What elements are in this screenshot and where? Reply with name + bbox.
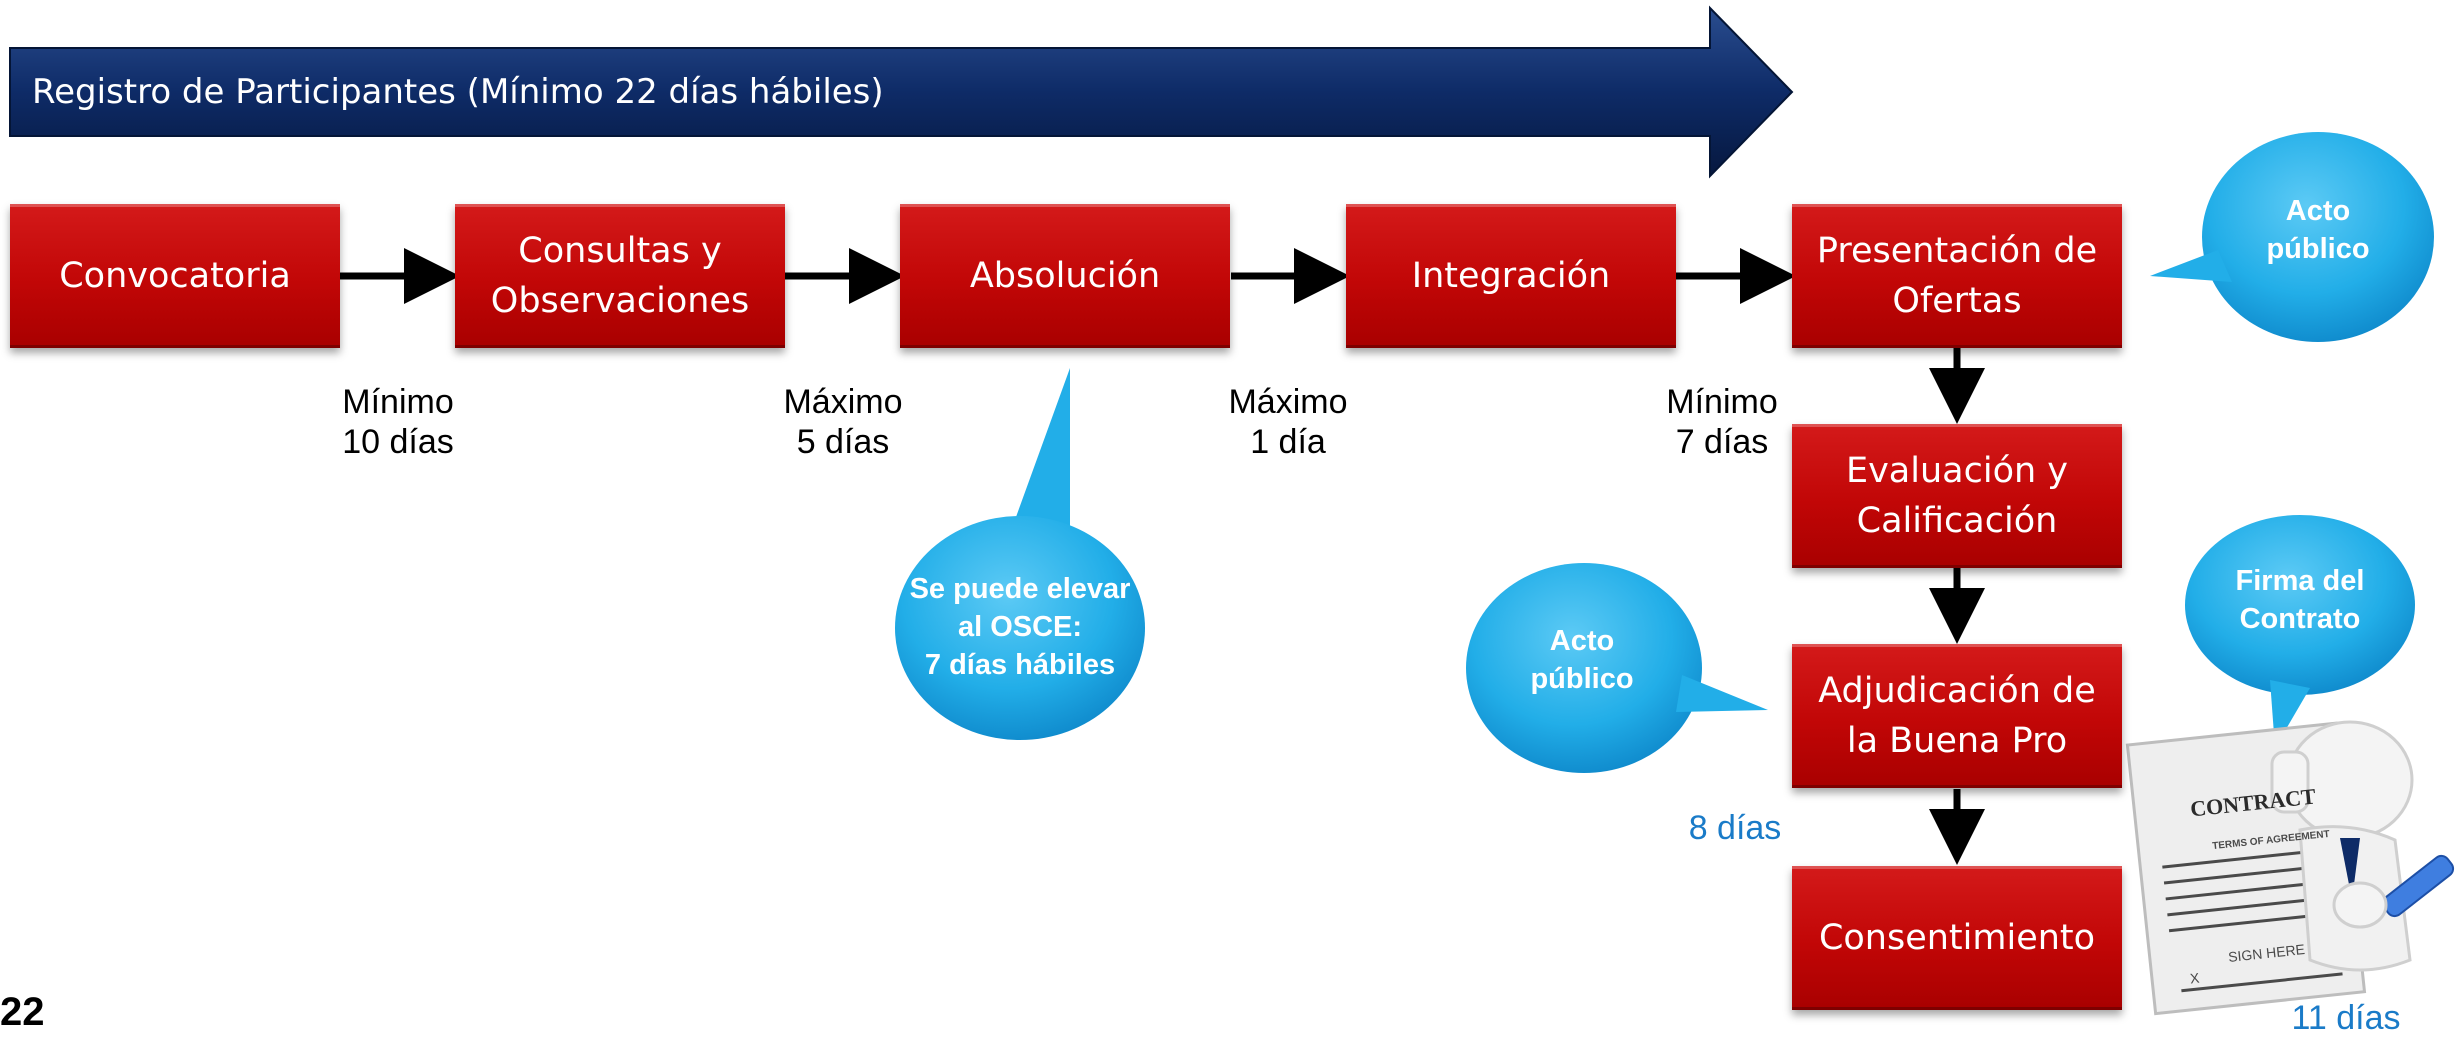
callout-osce: [895, 368, 1145, 740]
step-label: Calificación: [1856, 501, 2058, 541]
step-label: Ofertas: [1892, 281, 2022, 321]
step-consentimiento: Consentimiento: [1792, 866, 2122, 1010]
callout-text-firma: Firma del Contrato: [2235, 565, 2365, 635]
step-absolucion: Absolución: [900, 204, 1230, 348]
step-adjudicacion-buena-pro: Adjudicación de la Buena Pro: [1792, 644, 2122, 788]
duration-label: Mínimo 7 días: [1666, 383, 1778, 461]
callout-text-osce: Se puede elevar al OSCE: 7 días hábiles: [909, 573, 1131, 681]
duration-label-8-dias: 8 días: [1688, 809, 1782, 847]
step-label: Consultas y: [518, 231, 722, 271]
callout-acto-publico-top: [2150, 132, 2434, 342]
step-consultas-observaciones: Consultas y Observaciones: [455, 204, 785, 348]
step-label: Absolución: [969, 256, 1161, 296]
callout-text-acto-publico-top: Acto público: [2266, 195, 2370, 265]
duration-label: Máximo 5 días: [783, 383, 903, 461]
step-label: Observaciones: [490, 281, 750, 321]
duration-label: Mínimo 10 días: [342, 383, 454, 461]
step-label: Consentimiento: [1818, 918, 2096, 958]
step-label: la Buena Pro: [1846, 721, 2068, 761]
callout-acto-publico-left: [1466, 563, 1768, 773]
contract-sign-mark: X: [2189, 969, 2201, 987]
step-label: Adjudicación de: [1818, 671, 2096, 711]
duration-label: Máximo 1 día: [1228, 383, 1348, 461]
page-number: 22: [0, 990, 45, 1034]
step-evaluacion-calificacion: Evaluación y Calificación: [1792, 424, 2122, 568]
duration-label-11-dias: 11 días: [2291, 999, 2401, 1037]
step-label: Evaluación y: [1845, 451, 2069, 491]
banner-arrow: [9, 5, 1794, 179]
step-label: Presentación de: [1816, 231, 2098, 271]
contract-illustration: [2125, 720, 2455, 1016]
banner-label: Registro de Participantes (Mínimo 22 día…: [32, 72, 884, 112]
step-label: Integración: [1411, 256, 1611, 296]
step-label: Convocatoria: [59, 256, 291, 296]
step-integracion: Integración: [1346, 204, 1676, 348]
step-presentacion-ofertas: Presentación de Ofertas: [1792, 204, 2122, 348]
callout-text-acto-publico-left: Acto público: [1530, 625, 1634, 695]
step-convocatoria: Convocatoria: [10, 204, 340, 348]
